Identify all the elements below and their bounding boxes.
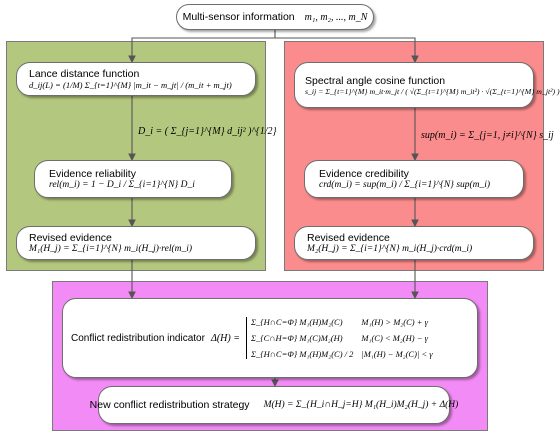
conflict-indicator-box: Conflict redistribution indicator Δ(H) =… — [62, 298, 478, 378]
lance-distance-label: Lance distance function — [29, 68, 140, 80]
case-expr: Σ_{H∩C=Φ} M₁(H)M₂(C) — [250, 317, 343, 327]
conflict-indicator-label: Conflict redistribution indicator — [71, 332, 205, 344]
spectral-angle-formula: s_ij = Σ_{t=1}^{M} m_it·m_jt / ( √(Σ_{t=… — [305, 86, 560, 96]
case-condition: M₁(H) > M₂(C) + γ — [361, 317, 428, 327]
new-strategy-formula: M(H) = Σ_{H_i∩H_j=H} M₁(H_i)M₂(H_j) + Δ(… — [263, 400, 459, 410]
case-expr: Σ_{C∩H=Φ} M₁(C)M₂(H) — [250, 333, 343, 343]
spectral-angle-box: Spectral angle cosine function s_ij = Σ_… — [294, 62, 560, 108]
multi-sensor-box: Multi-sensor information m₁, m₂, ..., m_… — [176, 4, 374, 30]
revised-evidence-right-box: Revised evidence M₂(H_j) = Σ_{i=1}^{N} m… — [294, 226, 534, 260]
evidence-credibility-box: Evidence credibility crd(m_i) = sup(m_i)… — [304, 160, 524, 198]
case-condition: |M₁(H) − M₂(C)| < γ — [361, 349, 433, 359]
new-strategy-label: New conflict redistribution strategy — [89, 399, 250, 411]
case-condition: M₁(C) < M₂(H) − γ — [361, 333, 428, 343]
revised-evidence-right-label: Revised evidence — [307, 232, 390, 244]
new-strategy-box: New conflict redistribution strategy M(H… — [90, 386, 458, 424]
sup-formula: sup(m_i) = Σ_{j=1, j≠i}^{N} s_ij — [421, 130, 554, 141]
spectral-angle-label: Spectral angle cosine function — [305, 74, 446, 87]
evidence-reliability-box: Evidence reliability rel(m_i) = 1 − D_i … — [34, 160, 232, 198]
evidence-reliability-formula: rel(m_i) = 1 − D_i / Σ_{i=1}^{N} D_i — [49, 180, 195, 190]
d-formula: D_i = ( Σ_{j=1}^{M} d_ij² )^{1/2} — [138, 126, 277, 137]
lance-distance-formula: d_ij(L) = (1/M) Σ_{t=1}^{M} |m_it − m_jt… — [29, 80, 232, 90]
multi-sensor-label: Multi-sensor information — [182, 11, 295, 23]
arrow-top-left — [128, 30, 276, 64]
arrow-top-right — [275, 37, 419, 64]
delta-lhs: Δ(H) = — [210, 332, 240, 344]
evidence-credibility-label: Evidence credibility — [319, 168, 409, 180]
lance-distance-box: Lance distance function d_ij(L) = (1/M) … — [16, 62, 256, 96]
revised-evidence-left-formula: M₁(H_j) = Σ_{i=1}^{N} m_i(H_j)·rel(m_i) — [29, 244, 193, 254]
revised-evidence-left-label: Revised evidence — [29, 232, 112, 244]
delta-cases: Σ_{H∩C=Φ} M₁(H)M₂(C) M₁(H) > M₂(C) + γ Σ… — [245, 317, 433, 359]
multi-sensor-formula: m₁, m₂, ..., m_N — [304, 11, 368, 23]
evidence-credibility-formula: crd(m_i) = sup(m_i) / Σ_{i=1}^{N} sup(m_… — [319, 180, 491, 190]
revised-evidence-right-formula: M₂(H_j) = Σ_{i=1}^{N} m_i(H_j)·crd(m_i) — [307, 244, 473, 254]
revised-evidence-left-box: Revised evidence M₁(H_j) = Σ_{i=1}^{N} m… — [16, 226, 256, 260]
evidence-reliability-label: Evidence reliability — [49, 168, 136, 180]
case-expr: Σ_{H∩C=Φ} M₁(H)M₂(C) / 2 — [250, 349, 354, 359]
